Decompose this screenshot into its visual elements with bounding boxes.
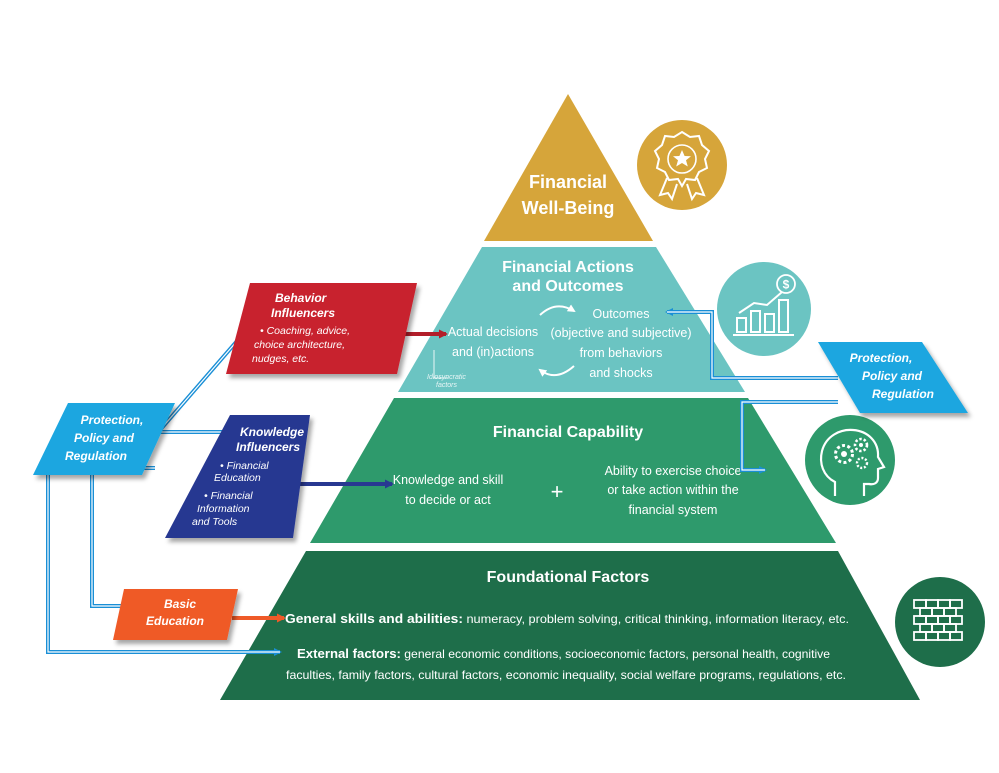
capability-left-line1: Knowledge and skill xyxy=(393,473,504,487)
basic-education-box: Basic Education xyxy=(113,589,238,640)
actions-right-line3: from behaviors xyxy=(580,346,663,360)
head-gears-icon xyxy=(805,415,895,505)
protection-right-line1: Protection, xyxy=(850,351,913,365)
behavior-text-line2: choice architecture, xyxy=(254,339,345,351)
actions-right-line2: (objective and subjective) xyxy=(550,326,691,340)
protection-right-line2: Policy and xyxy=(862,369,923,383)
general-skills-line: General skills and abilities: numeracy, … xyxy=(285,611,849,626)
rising-bar-chart-dollar-icon: $ xyxy=(717,262,811,356)
cycle-arrow-bottom xyxy=(538,365,575,377)
knowledge-item2-line3: and Tools xyxy=(192,516,238,528)
knowledge-item1-line1: • Financial xyxy=(220,460,269,472)
knowledge-item2-line1: • Financial xyxy=(204,490,253,502)
basic-education-line1: Basic xyxy=(164,597,196,611)
protection-left-line2: Policy and xyxy=(74,431,135,445)
protection-policy-regulation-right-box: Protection, Policy and Regulation xyxy=(818,342,968,413)
tier-financial-capability xyxy=(310,398,836,543)
knowledge-influencers-box: Knowledge Influencers • Financial Educat… xyxy=(165,415,310,538)
foundational-title: Foundational Factors xyxy=(487,569,650,586)
general-skills-label: General skills and abilities: xyxy=(285,611,463,626)
protection-right-connectors xyxy=(665,308,838,474)
external-factors-line2: faculties, family factors, cultural fact… xyxy=(286,668,846,682)
capability-left-line2: to decide or act xyxy=(405,493,491,507)
actions-right-line4: and shocks xyxy=(589,366,652,380)
idiosyncratic-line1: Idiosyncratic xyxy=(427,374,466,381)
external-factors-label: External factors: xyxy=(297,646,401,661)
actions-title-line2: and Outcomes xyxy=(512,278,623,295)
knowledge-title-line1: Knowledge xyxy=(240,425,304,439)
cycle-arrow-top xyxy=(539,304,576,316)
general-skills-text: numeracy, problem solving, critical thin… xyxy=(463,612,849,626)
protection-policy-regulation-left-box: Protection, Policy and Regulation xyxy=(33,403,175,475)
actions-title-line1: Financial Actions xyxy=(502,259,634,276)
capability-plus: + xyxy=(551,479,564,504)
behavior-title-line1: Behavior xyxy=(275,291,328,305)
knowledge-title-line2: Influencers xyxy=(236,440,300,454)
tier-actions-outcomes xyxy=(398,247,745,392)
behavior-title-line2: Influencers xyxy=(271,306,335,320)
tier-foundational-factors xyxy=(220,551,920,700)
svg-text:$: $ xyxy=(783,278,790,292)
behavior-text-line3: nudges, etc. xyxy=(252,353,309,365)
award-ribbon-star-icon xyxy=(637,120,727,210)
capability-title: Financial Capability xyxy=(493,424,643,441)
protection-left-line3: Regulation xyxy=(65,449,127,463)
actions-left-line1: Actual decisions xyxy=(448,325,538,339)
external-factors-line1: External factors: general economic condi… xyxy=(297,646,830,661)
capability-right-line2: or take action within the xyxy=(607,483,738,497)
idiosyncratic-line2: factors xyxy=(436,382,458,389)
capability-right-line1: Ability to exercise choice xyxy=(605,464,742,478)
actions-right-line1: Outcomes xyxy=(593,307,650,321)
external-factors-text-line1: general economic conditions, socioeconom… xyxy=(401,647,830,661)
protection-right-line3: Regulation xyxy=(872,387,934,401)
capability-right-line3: financial system xyxy=(629,503,718,517)
basic-education-line2: Education xyxy=(146,614,204,628)
idiosyncratic-bracket xyxy=(433,350,448,379)
protection-left-line1: Protection, xyxy=(81,413,144,427)
wellbeing-title-line1: Financial xyxy=(529,172,607,192)
knowledge-item2-line2: Information xyxy=(197,503,250,515)
behavior-influencers-box: Behavior Influencers • Coaching, advice,… xyxy=(226,283,417,374)
actions-left-line2: and (in)actions xyxy=(452,345,534,359)
wellbeing-title-line2: Well-Being xyxy=(522,198,615,218)
tier-wellbeing xyxy=(484,94,653,241)
brick-wall-icon xyxy=(895,577,985,667)
behavior-text-line1: • Coaching, advice, xyxy=(260,325,350,337)
knowledge-item1-line2: Education xyxy=(214,472,261,484)
